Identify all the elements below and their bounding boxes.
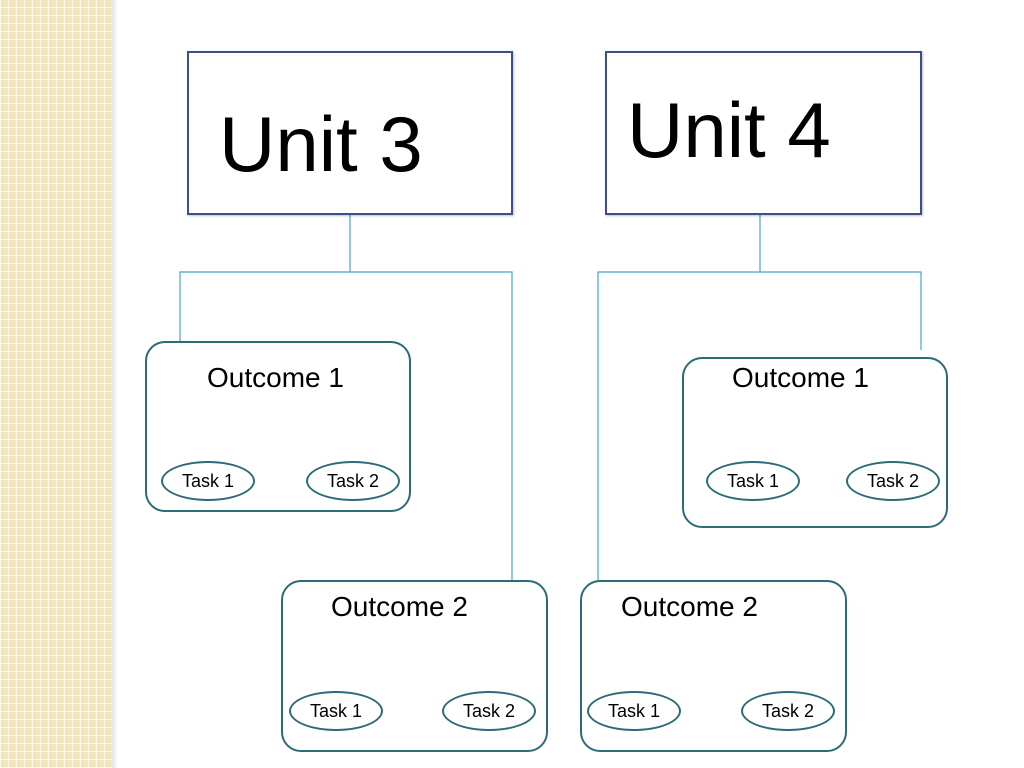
unit3-outcome2-task-1: Task 1 — [289, 691, 383, 731]
unit3-to-outcome1-connector — [179, 214, 351, 342]
unit4-outcome2-task-1: Task 1 — [587, 691, 681, 731]
unit3-outcome-2-title: Outcome 2 — [331, 591, 468, 622]
unit3-outcome2-task-2: Task 2 — [442, 691, 536, 731]
decorative-side-strip — [0, 0, 112, 768]
unit4-outcome1-task-1: Task 1 — [706, 461, 800, 501]
unit-4-box: Unit 4 — [605, 51, 922, 215]
unit3-to-outcome2-connector — [350, 271, 513, 582]
unit4-outcome1-task-2: Task 2 — [846, 461, 940, 501]
unit3-outcome-1-title: Outcome 1 — [207, 362, 344, 393]
side-strip-shadow — [112, 0, 118, 768]
unit-4-title: Unit 4 — [627, 86, 831, 174]
unit4-outcome2-task-2: Task 2 — [741, 691, 835, 731]
unit3-outcome1-task-2: Task 2 — [306, 461, 400, 501]
unit4-to-outcome2-connector — [597, 271, 760, 582]
unit4-outcome-2-title: Outcome 2 — [621, 591, 758, 622]
unit-3-title: Unit 3 — [219, 100, 423, 188]
unit-3-box: Unit 3 — [187, 51, 513, 215]
unit4-outcome-1-title: Outcome 1 — [732, 362, 869, 393]
unit4-to-outcome1-connector — [759, 214, 922, 350]
unit3-outcome1-task-1: Task 1 — [161, 461, 255, 501]
